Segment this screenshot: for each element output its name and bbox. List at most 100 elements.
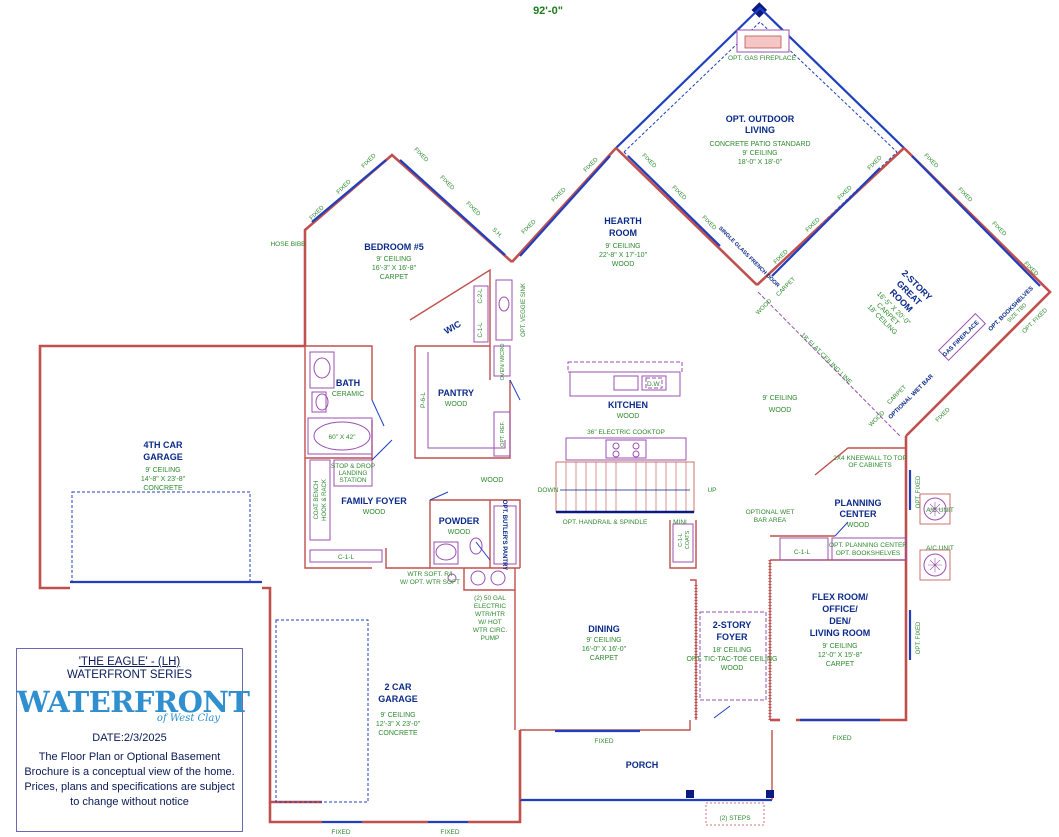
powder-floor: WOOD xyxy=(448,529,471,536)
tub-size: 60" X 42" xyxy=(328,434,356,441)
logo-wordmark: WATERFRONT xyxy=(17,685,250,719)
garage2-ceiling: 9' CEILING xyxy=(380,712,415,719)
wtr-soft-label-1: WTR SOFT. R/I xyxy=(407,571,452,578)
great-room-label-group: 2-STORY GREAT ROOM 16'-5" X 20'-0" CARPE… xyxy=(866,268,934,336)
powder-name: POWDER xyxy=(439,516,480,526)
ac-label-2: A/C UNIT xyxy=(926,545,954,552)
stairs xyxy=(555,461,695,514)
flex-name-1: FLEX ROOM/ xyxy=(812,592,868,602)
fixed-window-label-7: FIXED xyxy=(521,218,538,235)
oven-micro-label: OVEN/ MICRO xyxy=(500,343,506,381)
opt-refrigerator xyxy=(493,411,511,457)
pantry-shelf-label: P-6-L xyxy=(420,392,427,408)
coat-bench-label-2: HOOK & RACK xyxy=(322,479,328,521)
flex-name-4: LIVING ROOM xyxy=(810,628,871,638)
foyer2-floor: WOOD xyxy=(721,665,744,672)
fixed-window-label-flex: FIXED xyxy=(832,735,851,742)
oven-micro xyxy=(493,345,511,377)
coat-bench-label: COAT BENCH xyxy=(314,481,320,520)
heater-label-6: PUMP xyxy=(481,635,500,642)
opt-fixed-window-label-1: OPT. FIXED xyxy=(1022,307,1050,335)
foyer2-name-2: FOYER xyxy=(716,632,748,642)
french-door-label: SINGLE GLASS FRENCH DOOR xyxy=(717,226,780,289)
stair-down-label: DOWN xyxy=(538,487,559,494)
ac-label-1: A/C UNIT xyxy=(926,507,954,514)
cooktop-label: 36" ELECTRIC COOKTOP xyxy=(587,429,665,436)
fixed-window-label-porch: FIXED xyxy=(594,738,613,745)
powder-vanity xyxy=(433,541,459,565)
porch-column-left xyxy=(686,790,694,798)
planning-desk-label: C-1-L xyxy=(794,549,811,556)
opt-gas-fireplace xyxy=(736,29,790,53)
porch-name: PORCH xyxy=(626,760,659,770)
garage4-door-outline xyxy=(71,491,251,583)
flex-ceiling: 9' CEILING xyxy=(822,643,857,650)
bedroom5-name: BEDROOM #5 xyxy=(364,242,424,252)
cooktop-counter xyxy=(565,437,687,461)
kneewall-label-1: 2X4 KNEEWALL TO TOP xyxy=(833,455,907,462)
dining-ceiling: 9' CEILING xyxy=(586,637,621,644)
veggie-sink xyxy=(495,279,513,341)
wtr-soft-label-2: W/ OPT. WTR SOFT xyxy=(400,579,460,586)
foyer2-ceiling: 18' CEILING xyxy=(712,647,751,654)
powder-toilet xyxy=(469,537,483,555)
sh-window-label: S.H. xyxy=(490,227,503,240)
opt-ref-label: OPT. REF. xyxy=(500,421,506,447)
veggie-sink-bowl xyxy=(498,296,510,312)
fixed-window-label-4: FIXED xyxy=(412,147,429,164)
carpet-transition-1: CARPET xyxy=(776,276,798,298)
outdoor-living-name-1: OPT. OUTDOOR xyxy=(726,114,795,124)
garage2-name-2: GARAGE xyxy=(378,694,418,704)
hearth-name-2: ROOM xyxy=(609,228,637,238)
dishwasher-label: D.W. xyxy=(647,381,661,388)
garage2-name-1: 2 CAR xyxy=(384,682,412,692)
water-heater-1 xyxy=(470,570,486,586)
opt-fireplace-label: OPT. GAS FIREPLACE xyxy=(728,55,797,62)
fixed-window-label-8: FIXED xyxy=(551,186,568,203)
stop-drop-label-c: STATION xyxy=(339,477,367,484)
pantry-name: PANTRY xyxy=(438,388,474,398)
bath-floor: CERAMIC xyxy=(332,391,364,398)
plan-title: 'THE EAGLE' - (LH) xyxy=(78,656,181,668)
garage4-size: 14'-8" X 23'-8" xyxy=(141,476,186,483)
foyer2-opt: OPT. TIC-TAC-TOE CEILING xyxy=(686,656,777,663)
fixed-window-label-15: FIXED xyxy=(837,184,854,201)
stair-up-label: UP xyxy=(707,487,716,494)
garage4-ceiling: 9' CEILING xyxy=(145,467,180,474)
dining-name: DINING xyxy=(588,624,620,634)
foyer2-name-1: 2-STORY xyxy=(713,620,752,630)
planning-opt-2: OPT. BOOKSHELVES xyxy=(836,550,901,557)
family-foyer-name: FAMILY FOYER xyxy=(341,496,407,506)
family-foyer-closet xyxy=(309,549,383,563)
fixed-window-label-5: FIXED xyxy=(438,175,455,192)
stop-drop-station xyxy=(333,459,373,487)
garage2-size: 12'-3" X 23'-0" xyxy=(376,721,421,728)
pantry-shelves xyxy=(427,352,506,449)
flex-name-3: DEN/ xyxy=(829,616,851,626)
fixed-window-label-10: FIXED xyxy=(640,153,657,170)
great-open-ceiling: 9' CEILING xyxy=(762,395,797,402)
overall-width-dimension: 92'-0" xyxy=(533,5,563,17)
garage4-name-2: GARAGE xyxy=(143,452,183,462)
coats-label: COATS xyxy=(685,530,691,549)
garage2-floor: CONCRETE xyxy=(378,730,418,737)
wic-shelf xyxy=(473,285,489,343)
hearth-ceiling: 9' CEILING xyxy=(605,243,640,250)
outdoor-living-floor: CONCRETE PATIO STANDARD xyxy=(709,141,810,148)
family-foyer-floor: WOOD xyxy=(363,509,386,516)
garage2-door-outline xyxy=(275,619,369,803)
outdoor-living-size: 18'-0" X 18'-0" xyxy=(738,159,783,166)
planning-name-1: PLANNING xyxy=(835,498,882,508)
great-room-fireplace xyxy=(937,312,987,362)
bath-fixtures xyxy=(307,351,373,455)
bedroom5-floor: CARPET xyxy=(380,274,409,281)
logo-tagline: of West Clay xyxy=(156,713,220,724)
kitchen-name: KITCHEN xyxy=(608,400,648,410)
coats-c1l: C-1-L xyxy=(678,533,684,547)
bath-name: BATH xyxy=(336,378,360,388)
heater-label-2: ELECTRIC xyxy=(474,603,506,610)
kneewall-label-2: OF CABINETS xyxy=(848,462,892,469)
heater-label-1: (2) 50 GAL xyxy=(474,595,506,602)
fixed-window-label-garage-1: FIXED xyxy=(331,829,350,836)
flat-ceiling-label: 18' FLAT CEILING LINE xyxy=(799,332,854,387)
